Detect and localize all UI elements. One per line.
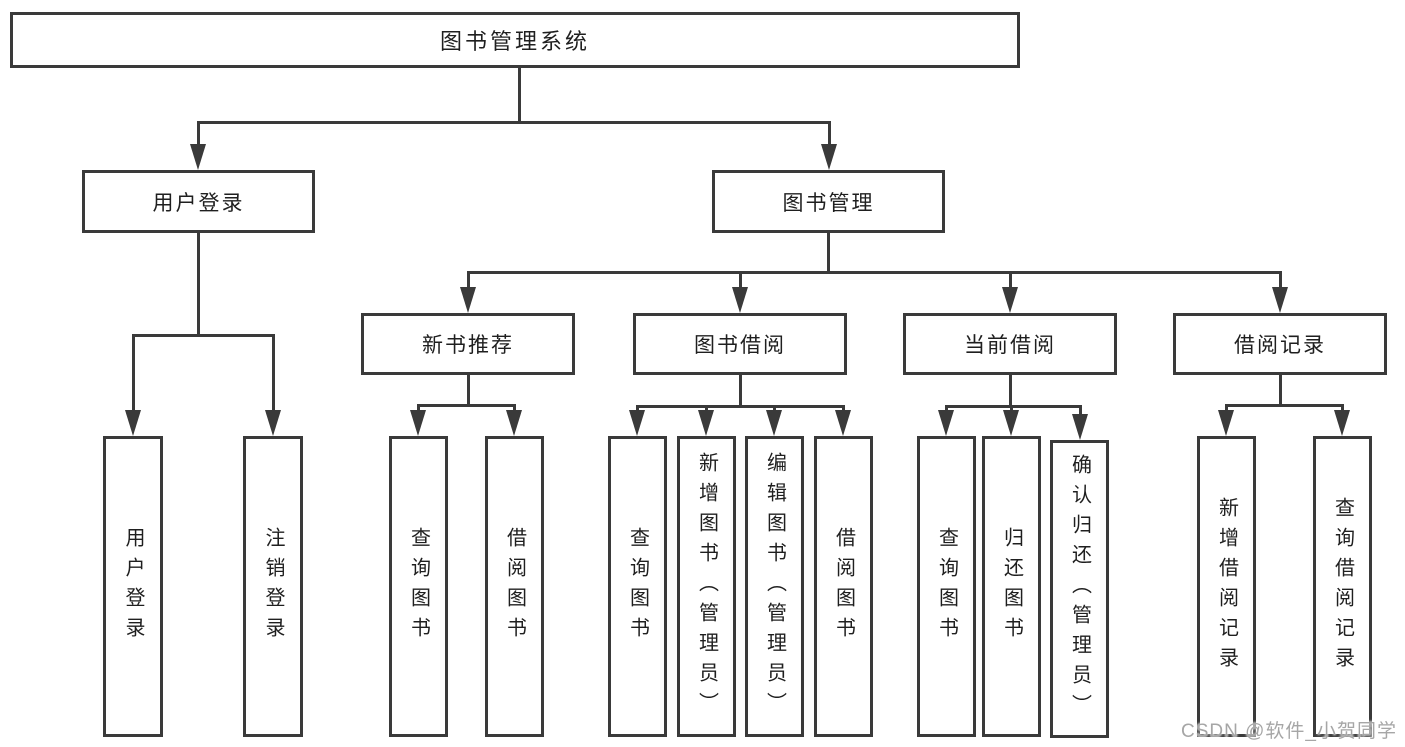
- node-new-book-recommend-label: 新书推荐: [422, 334, 514, 357]
- arrowhead-down-icon: [1218, 410, 1234, 436]
- connector-segment-new-book-recommend-children: [467, 374, 470, 407]
- arrowhead-down-icon: [125, 410, 141, 436]
- connector-segment-user-login-children: [132, 334, 275, 337]
- node-leaf-logout: 注销登录: [243, 436, 303, 737]
- node-root: 图书管理系统: [10, 12, 1020, 68]
- node-user-login-label: 用户登录: [152, 191, 245, 215]
- node-user-login: 用户登录: [82, 170, 315, 233]
- node-book-borrow: 图书借阅: [633, 313, 847, 375]
- node-root-label: 图书管理系统: [439, 29, 590, 54]
- node-leaf-add-book-admin: 新增图书（管理员）: [677, 436, 736, 737]
- node-leaf-query-book-borrow: 查询图书: [608, 436, 667, 737]
- node-leaf-confirm-return-admin: 确认归还（管理员）: [1050, 440, 1109, 738]
- arrowhead-down-icon: [835, 410, 851, 436]
- node-leaf-borrow-book-recommend-label: 借阅图书: [503, 526, 526, 647]
- arrowhead-down-icon: [938, 410, 954, 436]
- node-leaf-query-book-current-label: 查询图书: [935, 526, 958, 647]
- arrowhead-down-icon: [732, 287, 748, 313]
- node-leaf-confirm-return-admin-label: 确认归还（管理员）: [1068, 454, 1091, 724]
- node-book-borrow-label: 图书借阅: [694, 334, 786, 357]
- connector-segment-current-borrow-children: [945, 405, 1082, 408]
- arrowhead-down-icon: [629, 410, 645, 436]
- connector-segment-root-to-level2: [197, 121, 200, 152]
- node-leaf-query-borrow-record-label: 查询借阅记录: [1331, 496, 1354, 677]
- arrowhead-down-icon: [1272, 287, 1288, 313]
- connector-segment-book-management-children: [739, 271, 742, 295]
- node-leaf-borrow-book-recommend: 借阅图书: [485, 436, 544, 737]
- connector-segment-borrow-record-children: [1279, 374, 1282, 407]
- connector-segment-book-borrow-children: [739, 374, 742, 408]
- connector-segment-book-borrow-children: [636, 405, 845, 408]
- node-leaf-return-book: 归还图书: [982, 436, 1041, 737]
- node-current-borrow: 当前借阅: [903, 313, 1117, 375]
- node-leaf-borrow-book-borrow-label: 借阅图书: [832, 526, 855, 647]
- node-borrow-record-label: 借阅记录: [1234, 334, 1326, 357]
- node-book-management-label: 图书管理: [782, 191, 875, 215]
- node-leaf-query-book-recommend-label: 查询图书: [407, 526, 430, 647]
- arrowhead-down-icon: [506, 410, 522, 436]
- node-leaf-logout-label: 注销登录: [262, 526, 284, 647]
- node-leaf-borrow-book-borrow: 借阅图书: [814, 436, 873, 737]
- connector-segment-user-login-children: [132, 334, 135, 418]
- node-leaf-edit-book-admin-label: 编辑图书（管理员）: [763, 451, 786, 722]
- connector-segment-book-management-children: [1009, 271, 1012, 295]
- arrowhead-down-icon: [460, 287, 476, 313]
- connector-segment-root-to-level2: [828, 121, 831, 152]
- node-leaf-add-book-admin-label: 新增图书（管理员）: [695, 451, 718, 722]
- arrowhead-down-icon: [1003, 410, 1019, 436]
- node-leaf-user-login-label: 用户登录: [122, 526, 144, 647]
- connector-segment-book-management-children: [467, 271, 470, 295]
- node-leaf-return-book-label: 归还图书: [1000, 526, 1023, 647]
- arrowhead-down-icon: [766, 410, 782, 436]
- arrowhead-down-icon: [190, 144, 206, 170]
- connector-segment-root-to-level2: [197, 121, 831, 124]
- node-leaf-query-book-current: 查询图书: [917, 436, 976, 737]
- node-leaf-add-borrow-record: 新增借阅记录: [1197, 436, 1256, 737]
- node-leaf-query-book-recommend: 查询图书: [389, 436, 448, 737]
- arrowhead-down-icon: [265, 410, 281, 436]
- node-leaf-add-borrow-record-label: 新增借阅记录: [1215, 496, 1238, 677]
- arrowhead-down-icon: [410, 410, 426, 436]
- arrowhead-down-icon: [1072, 414, 1088, 440]
- connector-segment-new-book-recommend-children: [417, 404, 516, 407]
- node-leaf-query-book-borrow-label: 查询图书: [626, 526, 649, 647]
- connector-segment-user-login-children: [272, 334, 275, 418]
- connector-segment-current-borrow-children: [1009, 374, 1012, 408]
- arrowhead-down-icon: [1002, 287, 1018, 313]
- connector-segment-book-management-children: [1279, 271, 1282, 295]
- connector-segment-book-management-children: [467, 271, 1282, 274]
- connector-segment-book-management-children: [827, 232, 830, 274]
- connector-segment-root-to-level2: [518, 67, 521, 124]
- node-leaf-query-borrow-record: 查询借阅记录: [1313, 436, 1372, 737]
- node-leaf-user-login: 用户登录: [103, 436, 163, 737]
- arrowhead-down-icon: [821, 144, 837, 170]
- connector-segment-current-borrow-children: [1079, 405, 1082, 422]
- connector-segment-borrow-record-children: [1225, 404, 1344, 407]
- node-book-management: 图书管理: [712, 170, 945, 233]
- node-new-book-recommend: 新书推荐: [361, 313, 575, 375]
- arrowhead-down-icon: [1334, 410, 1350, 436]
- node-borrow-record: 借阅记录: [1173, 313, 1387, 375]
- connector-segment-user-login-children: [197, 232, 200, 337]
- node-current-borrow-label: 当前借阅: [964, 334, 1056, 357]
- arrowhead-down-icon: [698, 410, 714, 436]
- node-leaf-edit-book-admin: 编辑图书（管理员）: [745, 436, 804, 737]
